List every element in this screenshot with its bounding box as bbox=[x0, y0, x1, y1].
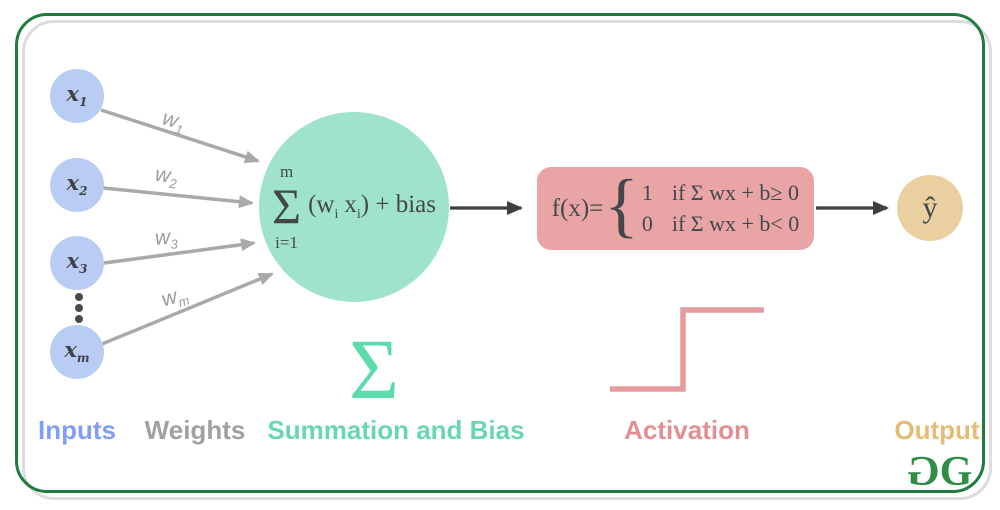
dot bbox=[75, 315, 83, 323]
activation-case-0: 0 if Σ wx + b< 0 bbox=[641, 211, 800, 236]
card-shadow-border bbox=[22, 20, 992, 500]
input-node-label: x3 bbox=[66, 248, 88, 277]
dot bbox=[75, 304, 83, 312]
output-node-label: ŷ bbox=[922, 191, 938, 224]
summation-sigma-notation: m Σ i=1 bbox=[272, 163, 301, 251]
stage-label-inputs: Inputs bbox=[38, 415, 116, 445]
stage-label-output: Output bbox=[894, 415, 980, 445]
stage-label-activation: Activation bbox=[624, 415, 750, 445]
card-green-border bbox=[15, 13, 985, 493]
fx-label: f(x)= bbox=[551, 194, 604, 222]
dot bbox=[75, 293, 83, 301]
input-node-label: x1 bbox=[66, 81, 88, 110]
sum-lower-limit: i=1 bbox=[275, 233, 298, 252]
geeksforgeeks-logo-icon: GG bbox=[910, 449, 972, 495]
arrow-wm bbox=[101, 272, 274, 346]
arrow-w2 bbox=[102, 186, 254, 209]
arrow-w3 bbox=[103, 238, 256, 265]
output-node: ŷ bbox=[897, 175, 963, 241]
arrow-w1 bbox=[100, 108, 260, 164]
stage-label-weights: Weights bbox=[144, 415, 246, 445]
activation-function-box: f(x)= { 1 if Σ wx + b≥ 0 0 if Σ wx + b< … bbox=[537, 167, 814, 250]
input-node-xm: xm bbox=[50, 325, 104, 379]
stage-label-summation-and-bias: Summation and Bias bbox=[267, 415, 525, 445]
weight-label-w3: w3 bbox=[154, 225, 179, 252]
input-node-x1: x1 bbox=[50, 69, 104, 123]
input-node-label: x2 bbox=[66, 170, 88, 199]
big-sigma-icon: Σ bbox=[348, 321, 400, 417]
input-node-x2: x2 bbox=[50, 158, 104, 212]
activation-case-1: 1 if Σ wx + b≥ 0 bbox=[641, 180, 799, 205]
step-function-icon bbox=[610, 307, 764, 392]
input-node-x3: x3 bbox=[50, 236, 104, 290]
activation-cases: 1 if Σ wx + b≥ 0 0 if Σ wx + b< 0 bbox=[642, 180, 799, 237]
weight-arrows bbox=[100, 108, 274, 346]
input-node-label: xm bbox=[64, 337, 90, 366]
sum-upper-limit: m bbox=[279, 162, 294, 181]
sigma-symbol: Σ bbox=[272, 178, 302, 234]
weight-label-w2: w2 bbox=[153, 162, 178, 192]
ellipsis-dots bbox=[75, 293, 83, 323]
